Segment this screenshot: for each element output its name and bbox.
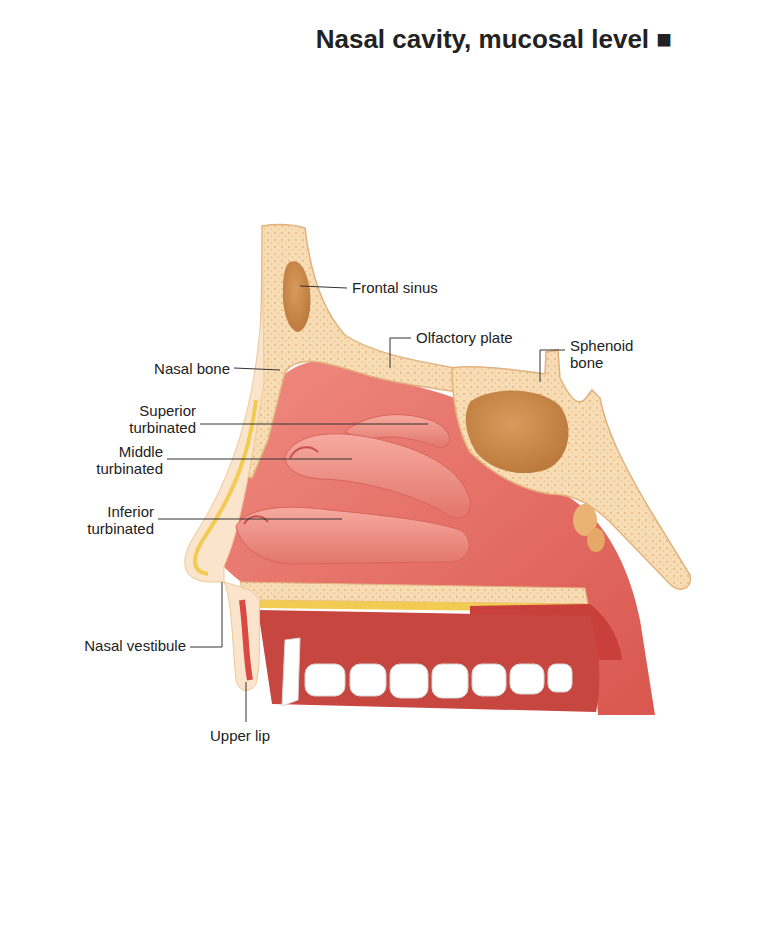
anatomy-label: Nasal vestibule xyxy=(84,637,186,654)
upper-lip xyxy=(224,582,260,690)
nasal-cartilage xyxy=(195,400,256,574)
anatomy-label: Nasal bone xyxy=(154,360,230,377)
sphenoid-sinus xyxy=(466,390,569,473)
middle-turbinate xyxy=(285,434,470,518)
anatomy-label: Middle turbinated xyxy=(81,443,163,477)
anatomy-label: Inferior turbinated xyxy=(72,503,154,537)
anatomy-label: Olfactory plate xyxy=(416,329,513,346)
anatomy-label: Superior turbinated xyxy=(114,402,196,436)
anatomy-label: Sphenoid bone xyxy=(570,337,648,371)
anatomy-label: Upper lip xyxy=(210,727,270,744)
frontal-sinus xyxy=(283,261,310,332)
title: Nasal cavity, mucosal level ■ xyxy=(316,24,672,55)
anatomy-label: Frontal sinus xyxy=(352,279,438,296)
lip-muscle xyxy=(242,600,250,680)
turbinate-curl xyxy=(244,516,268,524)
leader-lines xyxy=(158,286,565,722)
teeth xyxy=(282,638,572,706)
sphenoid-bone xyxy=(452,350,690,589)
turbinate-curl xyxy=(290,447,318,458)
oral-roof xyxy=(258,610,599,712)
adenoid xyxy=(587,528,605,552)
inferior-turbinate xyxy=(236,507,469,564)
